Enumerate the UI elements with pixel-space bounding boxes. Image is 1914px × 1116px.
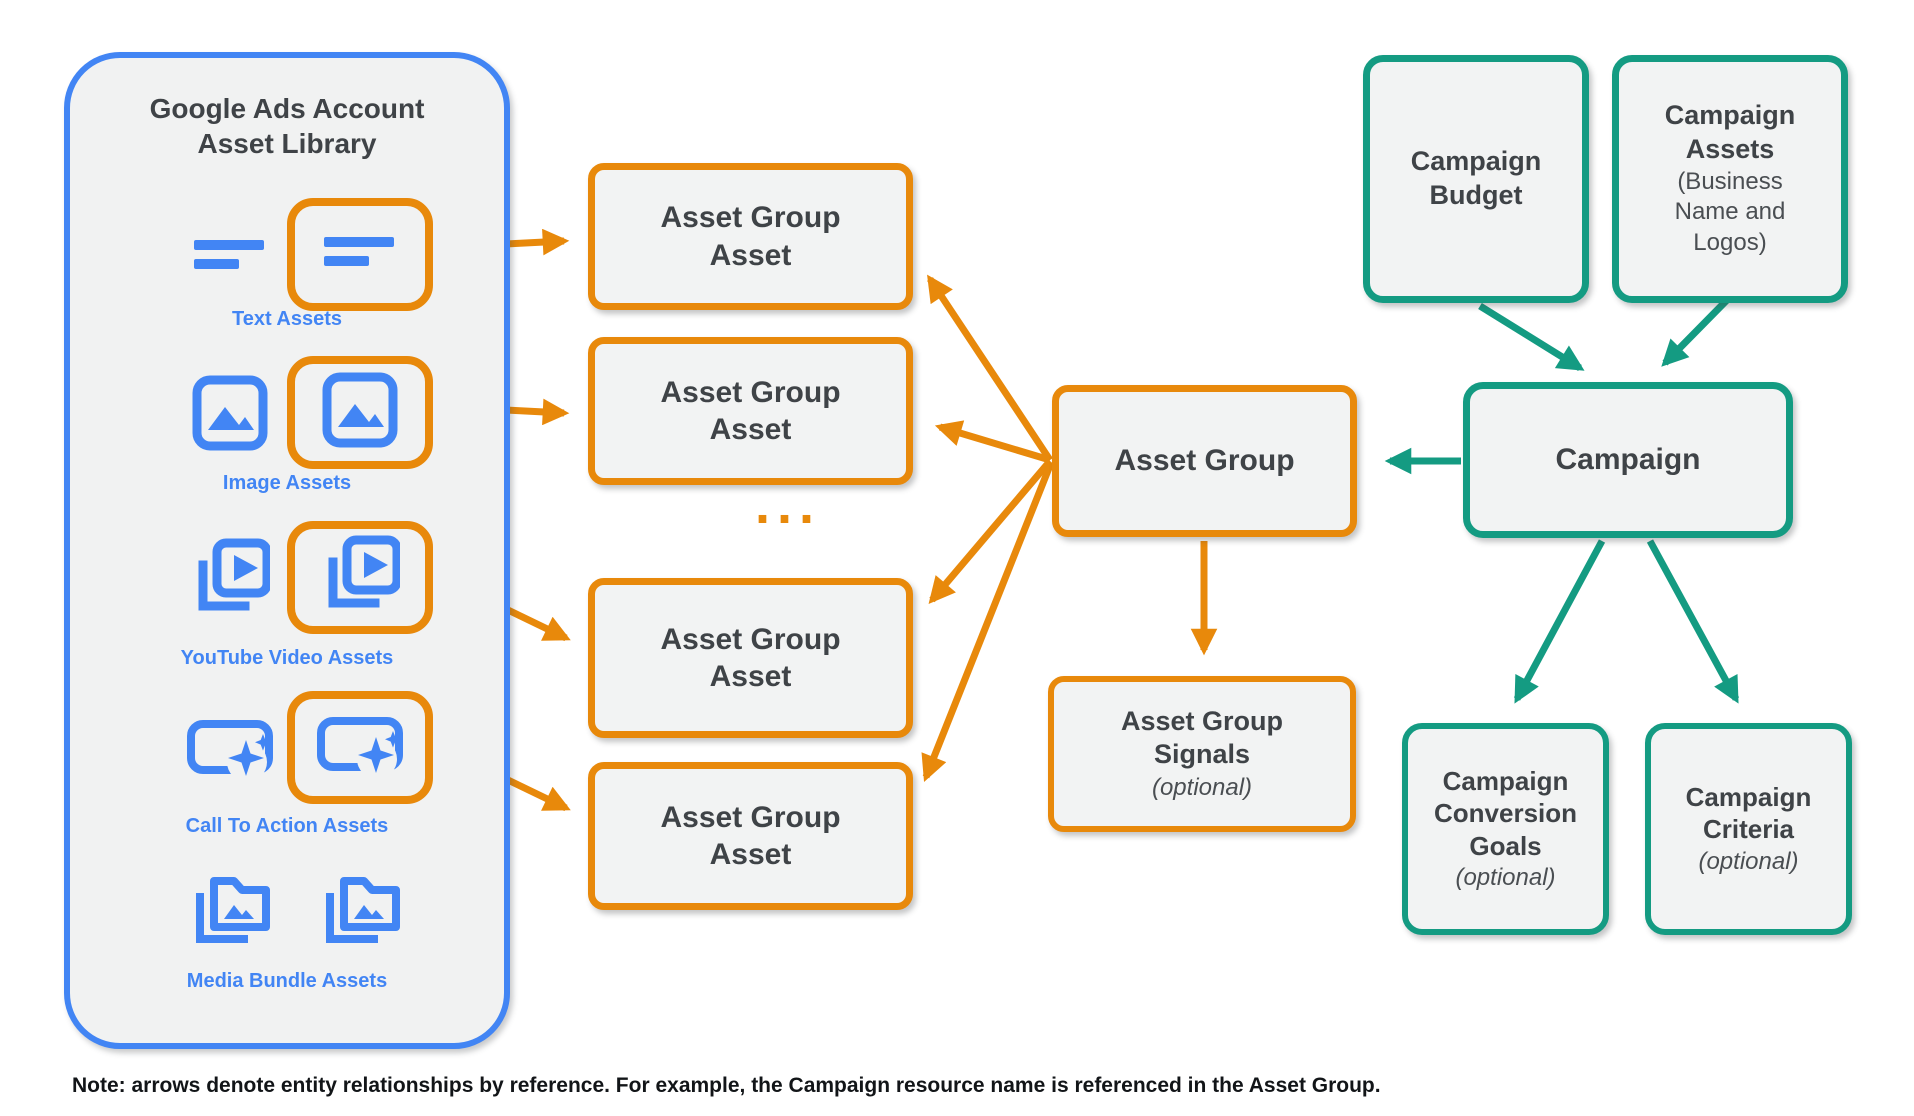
image-asset-icon bbox=[322, 372, 398, 453]
arrow-campaign-to-criteria bbox=[1646, 539, 1740, 704]
text-assets-label: Text Assets bbox=[231, 308, 343, 330]
arrow-asset-group-to-asset-group-asset-3 bbox=[928, 458, 1053, 605]
youtube-video-assets-label: YouTube Video Assets bbox=[180, 647, 394, 669]
media-bundle-assets-label: Media Bundle Assets bbox=[186, 970, 388, 992]
asset-row-text bbox=[186, 198, 433, 311]
asset-group-label: Asset Group bbox=[1114, 444, 1295, 478]
arrow-campaign-budget-to-campaign bbox=[1478, 303, 1585, 371]
campaign-conversion-goals-label: Campaign Conversion Goals bbox=[1433, 765, 1578, 861]
selected-asset-ring bbox=[287, 198, 433, 311]
campaign-box: Campaign bbox=[1463, 382, 1793, 538]
campaign-label: Campaign bbox=[1555, 443, 1701, 477]
campaign-assets-label: Campaign Assets bbox=[1664, 100, 1796, 164]
campaign-budget-label: Campaign Budget bbox=[1410, 146, 1542, 210]
arrow-asset-group-to-asset-group-asset-2 bbox=[934, 420, 1052, 464]
text-asset-icon bbox=[186, 239, 274, 270]
campaign-criteria-qualifier: (optional) bbox=[1698, 847, 1799, 875]
selected-asset-ring bbox=[287, 691, 433, 804]
media-bundle-asset-icon bbox=[186, 869, 274, 951]
asset-group-asset-box-1: Asset Group Asset bbox=[588, 163, 913, 310]
asset-group-box: Asset Group bbox=[1052, 385, 1357, 537]
campaign-criteria-label: Campaign Criteria bbox=[1685, 781, 1812, 845]
asset-group-asset-box-4: Asset Group Asset bbox=[588, 762, 913, 910]
youtube-video-asset-icon bbox=[186, 538, 274, 618]
asset-group-asset-label: Asset Group Asset bbox=[660, 622, 841, 694]
arrow-asset-group-to-asset-group-asset-4 bbox=[921, 461, 1055, 782]
asset-group-asset-label: Asset Group Asset bbox=[660, 201, 841, 272]
image-assets-label: Image Assets bbox=[222, 472, 352, 494]
media-bundle-asset-icon bbox=[287, 869, 433, 951]
asset-group-signals-box: Asset Group Signals (optional) bbox=[1048, 676, 1356, 832]
asset-group-asset-box-3: Asset Group Asset bbox=[588, 578, 913, 738]
call-to-action-asset-icon bbox=[317, 713, 403, 782]
selected-asset-ring bbox=[287, 356, 433, 469]
call-to-action-asset-icon bbox=[186, 716, 274, 780]
campaign-criteria-box: Campaign Criteria (optional) bbox=[1645, 723, 1852, 935]
asset-row-image bbox=[186, 356, 433, 469]
asset-row-media-bundle bbox=[186, 853, 433, 966]
asset-row-cta bbox=[186, 691, 433, 804]
campaign-conversion-goals-qualifier: (optional) bbox=[1455, 864, 1556, 892]
diagram-footnote: Note: arrows denote entity relationships… bbox=[72, 1074, 1381, 1097]
campaign-assets-sublabel: (Business Name and Logos) bbox=[1674, 167, 1786, 257]
arrow-asset-group-to-asset-group-asset-1 bbox=[927, 274, 1053, 462]
asset-group-asset-box-2: Asset Group Asset bbox=[588, 337, 913, 485]
asset-group-signals-qualifier: (optional) bbox=[1151, 774, 1253, 802]
asset-group-signals-label: Asset Group Signals bbox=[1120, 705, 1284, 770]
more-asset-group-assets-ellipsis: ... bbox=[754, 475, 821, 535]
campaign-assets-box: Campaign Assets (Business Name and Logos… bbox=[1612, 55, 1848, 303]
selected-asset-ring bbox=[287, 521, 433, 634]
asset-group-asset-label: Asset Group Asset bbox=[660, 800, 841, 872]
call-to-action-assets-label: Call To Action Assets bbox=[185, 815, 389, 837]
campaign-conversion-goals-box: Campaign Conversion Goals (optional) bbox=[1402, 723, 1609, 935]
asset-library-container: Google Ads Account Asset Library Text As… bbox=[64, 52, 510, 1049]
arrow-campaign-to-conversion-goals bbox=[1513, 539, 1606, 704]
asset-row-video bbox=[186, 521, 433, 634]
asset-library-title: Google Ads Account Asset Library bbox=[149, 93, 425, 159]
youtube-video-asset-icon bbox=[320, 535, 402, 620]
image-asset-icon bbox=[186, 375, 274, 451]
text-asset-icon bbox=[324, 237, 396, 272]
arrow-campaign-assets-to-campaign bbox=[1661, 297, 1730, 367]
asset-group-asset-label: Asset Group Asset bbox=[660, 375, 841, 447]
campaign-budget-box: Campaign Budget bbox=[1363, 55, 1589, 303]
